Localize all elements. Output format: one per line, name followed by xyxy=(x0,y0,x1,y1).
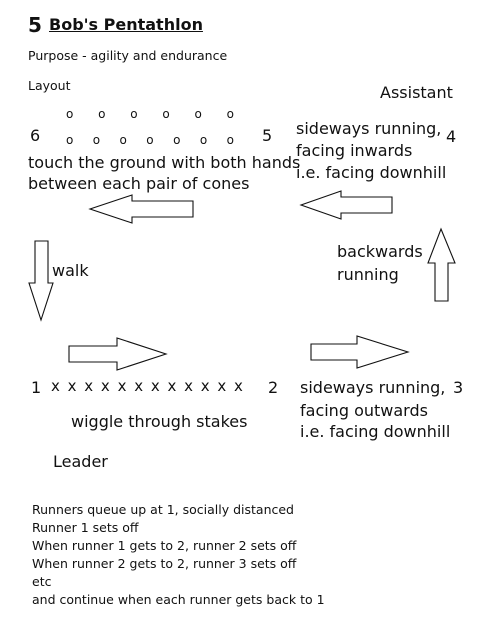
note-line: When runner 1 gets to 2, runner 2 sets o… xyxy=(32,538,297,553)
instructions-notes: Runners queue up at 1, socially distance… xyxy=(32,501,325,609)
stake-marker: x xyxy=(100,377,110,395)
arrow-down-walk xyxy=(28,240,54,322)
stake-marker: x xyxy=(184,377,194,395)
cones-top-row: o o o o o o xyxy=(66,107,234,122)
cone-marker: o xyxy=(199,133,208,147)
sideways-outwards-line3: i.e. facing downhill xyxy=(300,422,451,441)
backwards-line1: backwards xyxy=(337,242,423,261)
cone-marker: o xyxy=(66,107,74,121)
page-title: Bob's Pentathlon xyxy=(49,15,203,34)
position-1: 1 xyxy=(31,378,42,397)
note-line: Runner 1 sets off xyxy=(32,520,139,535)
position-4: 4 xyxy=(446,127,457,146)
sideways-outwards-line2: facing outwards xyxy=(300,401,428,420)
stake-marker: x xyxy=(67,377,77,395)
stake-marker: x xyxy=(234,377,243,395)
cone-marker: o xyxy=(92,133,101,147)
cone-marker: o xyxy=(173,133,181,147)
stake-marker: x xyxy=(84,377,94,395)
walk-label: walk xyxy=(52,261,89,280)
cone-marker: o xyxy=(119,133,127,147)
stake-marker: x xyxy=(217,377,227,395)
arrow-right-to-3 xyxy=(310,335,410,369)
sideways-inwards-line2: facing inwards xyxy=(296,141,413,160)
stake-marker: x xyxy=(200,377,210,395)
cone-marker: o xyxy=(130,107,138,121)
stake-marker: x xyxy=(134,377,144,395)
layout-label: Layout xyxy=(28,78,71,93)
cone-marker: o xyxy=(162,107,170,121)
cone-marker: o xyxy=(146,133,154,147)
leader-label: Leader xyxy=(53,452,108,471)
cone-marker: o xyxy=(226,133,234,147)
cones-instruction-line2: between each pair of cones xyxy=(28,174,250,193)
stake-marker: x xyxy=(117,377,127,395)
arrow-left-from-4 xyxy=(299,190,393,220)
stake-marker: x xyxy=(150,377,160,395)
note-line: Runners queue up at 1, socially distance… xyxy=(32,502,294,517)
cone-marker: o xyxy=(66,133,74,147)
cone-marker: o xyxy=(98,107,106,121)
sideways-outwards-line1: sideways running, xyxy=(300,378,446,397)
cone-marker: o xyxy=(226,107,234,121)
position-6: 6 xyxy=(30,126,41,145)
assistant-label: Assistant xyxy=(380,83,453,102)
position-2: 2 xyxy=(268,378,279,397)
backwards-line2: running xyxy=(337,265,399,284)
station-number: 5 xyxy=(28,13,42,37)
note-line: and continue when each runner gets back … xyxy=(32,592,325,607)
arrow-left-from-5 xyxy=(88,194,194,224)
sideways-inwards-line1: sideways running, xyxy=(296,119,442,138)
arrow-up-backwards xyxy=(427,227,456,302)
position-3: 3 xyxy=(453,378,464,397)
cones-bottom-row: o o o o o o o xyxy=(66,133,234,148)
cones-instruction-line1: touch the ground with both hands xyxy=(28,153,301,172)
note-line: When runner 2 gets to 2, runner 3 sets o… xyxy=(32,556,297,571)
note-line: etc xyxy=(32,574,52,589)
sideways-inwards-line3: i.e. facing downhill xyxy=(296,163,447,182)
stake-marker: x xyxy=(167,377,177,395)
position-5: 5 xyxy=(262,126,273,145)
cone-marker: o xyxy=(194,107,202,121)
arrow-right-to-2 xyxy=(68,337,168,371)
stake-marker: x xyxy=(51,377,60,395)
stakes-row: x x x x x x x x x x x x xyxy=(51,377,243,395)
wiggle-instruction: wiggle through stakes xyxy=(71,412,248,431)
purpose-text: Purpose - agility and endurance xyxy=(28,48,228,63)
